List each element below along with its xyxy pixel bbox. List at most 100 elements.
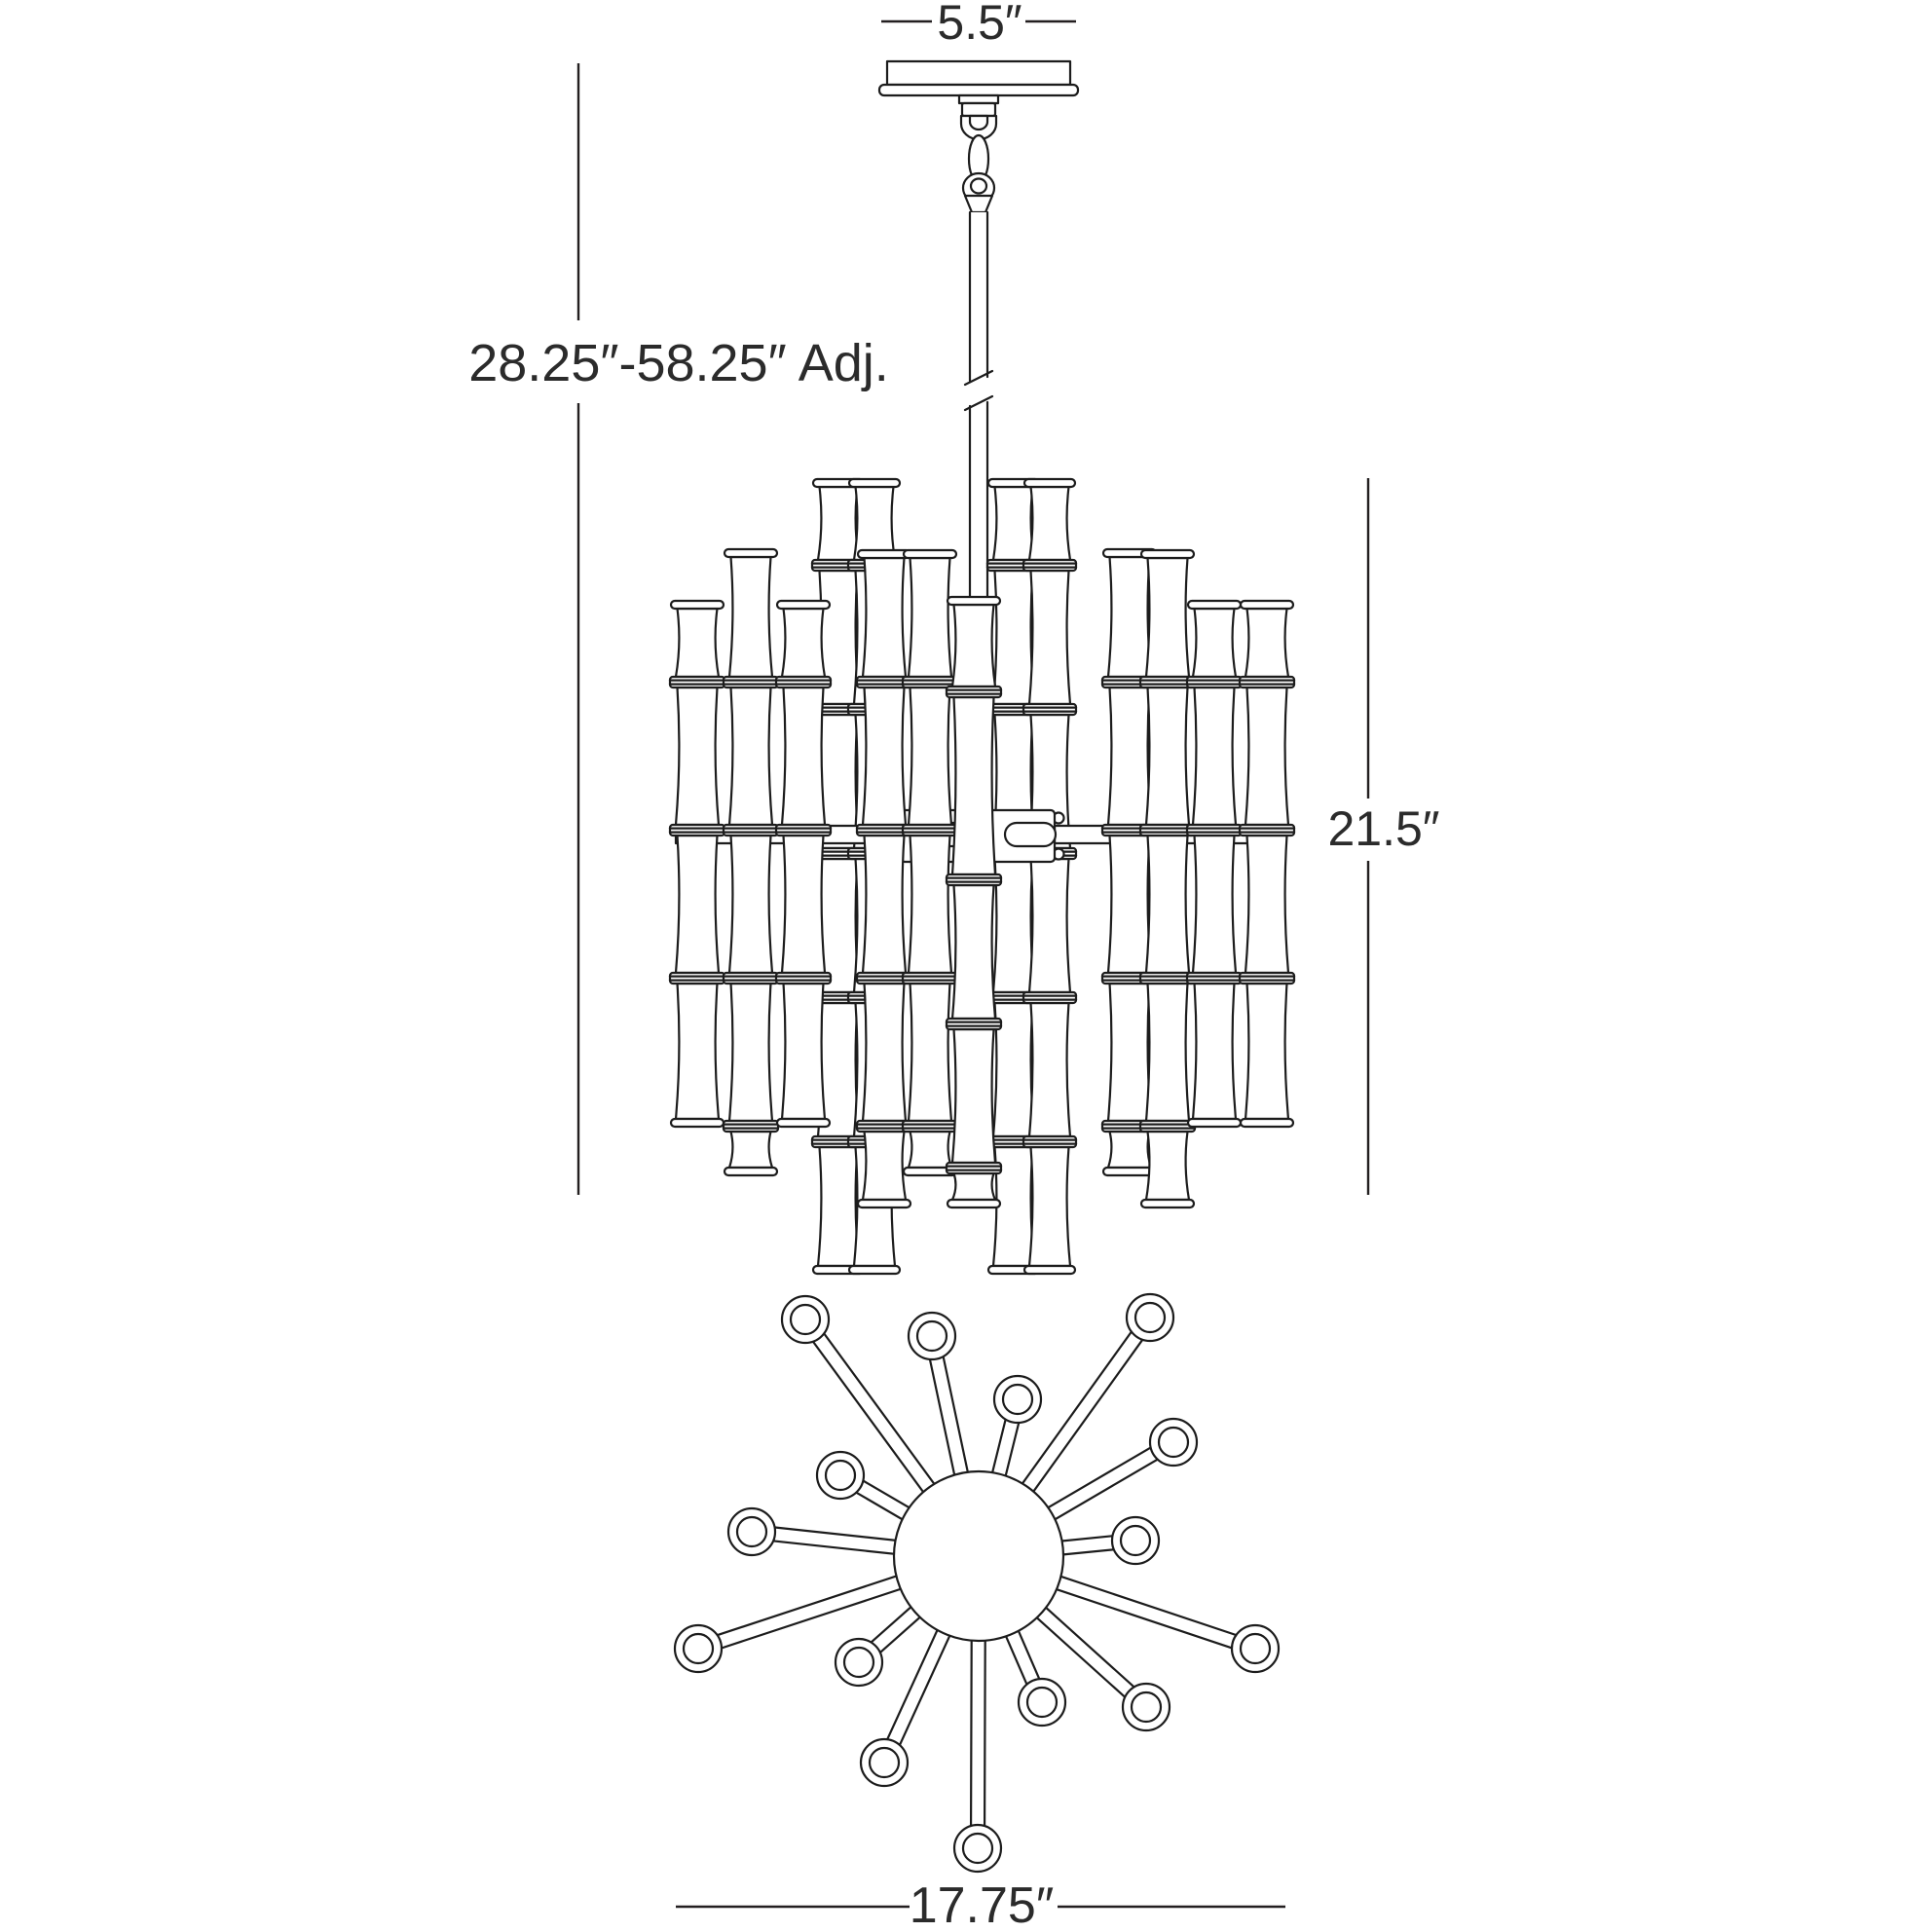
bamboo-bottom-cap (847, 1264, 902, 1276)
bamboo-segment (852, 485, 897, 562)
hook-loop-hole (969, 177, 988, 195)
bamboo-segment (1027, 857, 1072, 994)
bamboo-segment (907, 834, 953, 975)
bamboo-segment (907, 556, 953, 679)
bamboo-pole (1185, 599, 1244, 1129)
bamboo-top-cap (1186, 599, 1243, 611)
bamboo-top-cap (902, 548, 958, 560)
bamboo-joint-ring (1185, 823, 1244, 837)
bamboo-bottom-cap (946, 1198, 1002, 1209)
hook-cone (963, 194, 994, 214)
rod-break-mark (963, 394, 994, 412)
bulb-ring-inner (842, 1646, 875, 1679)
bamboo-bottom-cap (669, 1117, 725, 1129)
bamboo-segment (861, 556, 908, 679)
bulb-ring-inner (1001, 1383, 1034, 1416)
bamboo-segment (950, 695, 997, 876)
bulb-ring-inner (682, 1632, 715, 1665)
bamboo-segment (1191, 607, 1238, 679)
bamboo-segment (950, 1171, 997, 1202)
bamboo-top-cap (723, 547, 779, 559)
hang-rod (963, 210, 994, 601)
bamboo-segment (1144, 1130, 1191, 1202)
bamboo-segment (950, 1027, 997, 1165)
bamboo-top-cap (1239, 599, 1295, 611)
bamboo-joint-ring (668, 823, 726, 837)
bamboo-pole (774, 599, 833, 1129)
bamboo-segment (861, 686, 908, 827)
canopy-collar (960, 101, 997, 118)
bamboo-top-cap (1022, 477, 1077, 489)
bamboo-segment (780, 834, 827, 975)
bulb-ring-inner (1133, 1301, 1167, 1334)
bamboo-segment (1244, 834, 1290, 975)
bamboo-joint-ring (722, 971, 780, 985)
bamboo-top-cap (1139, 548, 1196, 560)
bamboo-segment (1244, 607, 1290, 679)
bamboo-pole (1100, 547, 1159, 1177)
bulb-ring-inner (1130, 1690, 1163, 1724)
bamboo-joint-ring (945, 873, 1003, 887)
bamboo-joint-ring (945, 685, 1003, 699)
bulb-ring-inner (824, 1459, 857, 1492)
bamboo-segment (861, 834, 908, 975)
bamboo-pole (722, 547, 780, 1177)
bulb-ring-inner (1157, 1426, 1190, 1459)
rod-body (970, 212, 987, 597)
bamboo-joint-ring (1022, 558, 1078, 573)
bamboo-top-cap (669, 599, 725, 611)
bamboo-top-cap (775, 599, 832, 611)
bamboo-joint-ring (945, 1017, 1003, 1031)
bamboo-segment (861, 982, 908, 1123)
bamboo-joint-ring (1022, 702, 1078, 717)
bamboo-segment (991, 485, 1036, 562)
bamboo-segment (816, 1145, 861, 1268)
bamboo-joint-ring (774, 675, 833, 689)
bamboo-joint-ring (1022, 1134, 1078, 1149)
bamboo-segment (991, 569, 1036, 706)
bamboo-segment (1191, 834, 1238, 975)
bamboo-joint-ring (901, 1119, 959, 1133)
bamboo-segment (907, 1130, 953, 1170)
bamboo-bottom-cap (723, 1166, 779, 1177)
bamboo-joint-ring (1022, 990, 1078, 1005)
bamboo-poles-front-layer (668, 547, 1296, 1209)
bamboo-segment (674, 982, 721, 1121)
canopy-rim (877, 83, 1080, 97)
bamboo-segment (780, 686, 827, 827)
bamboo-segment (1191, 982, 1238, 1121)
bamboo-segment (950, 883, 997, 1021)
bamboo-joint-ring (1185, 675, 1244, 689)
bamboo-bottom-cap (1239, 1117, 1295, 1129)
bamboo-segment (1106, 834, 1153, 975)
bulb-ring-inner (789, 1303, 822, 1336)
shackle-inner (968, 114, 989, 131)
bamboo-segment (861, 1130, 908, 1202)
bamboo-bottom-cap (1139, 1198, 1196, 1209)
bamboo-joint-ring (1185, 971, 1244, 985)
canopy-width-label: 5.5″ (937, 0, 1022, 50)
bamboo-segment (1144, 686, 1191, 827)
bamboo-joint-ring (722, 823, 780, 837)
bottom-view-sputnik (673, 1292, 1281, 1874)
bamboo-pole (668, 599, 726, 1129)
bamboo-pole (901, 548, 959, 1177)
bamboo-segment (1244, 686, 1290, 827)
bamboo-segment (727, 1130, 774, 1170)
hub-slot (1003, 821, 1058, 848)
bamboo-joint-ring (901, 971, 959, 985)
bulb-ring-inner (1239, 1632, 1272, 1665)
bamboo-segment (1144, 834, 1191, 975)
bamboo-segment (674, 834, 721, 975)
bamboo-joint-ring (1238, 971, 1296, 985)
bamboo-segment (1106, 686, 1153, 827)
bamboo-segment (907, 982, 953, 1123)
bamboo-segment (727, 834, 774, 975)
bamboo-joint-ring (722, 675, 780, 689)
bamboo-joint-ring (668, 971, 726, 985)
bamboo-bottom-cap (1101, 1166, 1158, 1177)
bamboo-top-cap (946, 595, 1002, 607)
bamboo-segment (727, 686, 774, 827)
bamboo-segment (1191, 686, 1238, 827)
